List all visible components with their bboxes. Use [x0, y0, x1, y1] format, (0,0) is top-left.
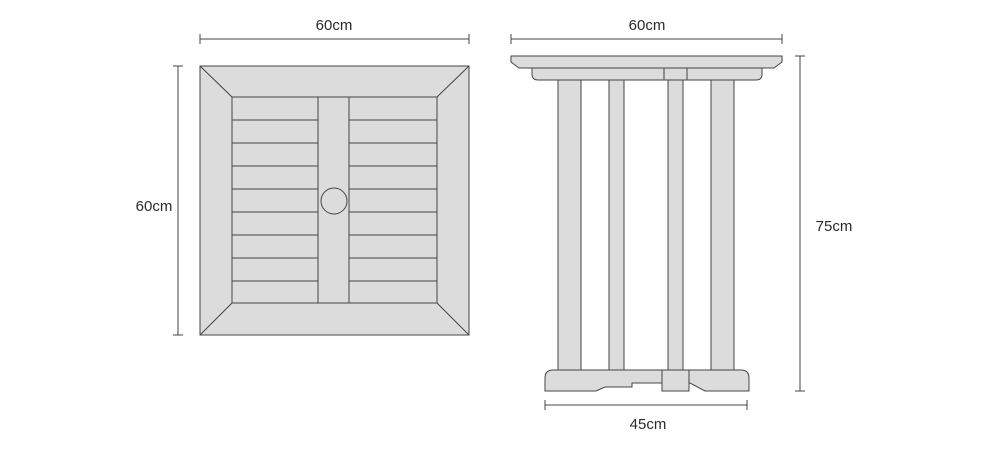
table-top-edge — [510, 55, 783, 69]
top-depth-dimension: 60cm — [136, 65, 183, 336]
leg-outer-left — [557, 79, 582, 371]
top-depth-label: 60cm — [136, 198, 173, 215]
legs — [557, 79, 735, 371]
side-height-dimension: 75cm — [795, 55, 853, 392]
frame-mitre-joints — [199, 65, 470, 336]
leg-inner-right — [667, 79, 684, 371]
side-base-dimension: 45cm — [544, 400, 748, 433]
base-foot — [544, 369, 750, 392]
leg-outer-right — [710, 79, 735, 371]
top-width-label: 60cm — [316, 17, 353, 34]
parasol-hole — [320, 187, 348, 215]
top-view: 60cm 60cm — [136, 17, 470, 336]
apron-centre-block — [663, 67, 688, 81]
leg-inner-left — [608, 79, 625, 371]
top-width-dimension: 60cm — [199, 17, 470, 44]
side-base-label: 45cm — [630, 416, 667, 433]
base-centre-block — [661, 369, 690, 392]
top-apron — [531, 67, 763, 81]
side-width-label: 60cm — [629, 17, 666, 34]
side-view: 60cm 75cm 45cm — [510, 17, 853, 433]
side-width-dimension: 60cm — [510, 17, 783, 44]
side-height-label: 75cm — [816, 218, 853, 235]
